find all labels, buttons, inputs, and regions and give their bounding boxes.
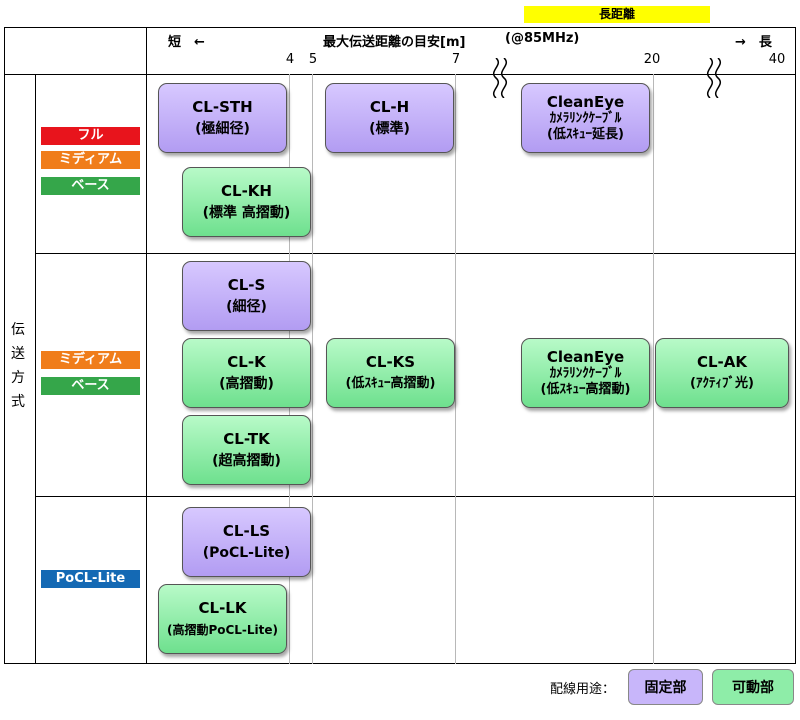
- row-divider-1: [35, 253, 796, 254]
- tick-5: 5: [308, 52, 318, 67]
- tick-4: 4: [285, 52, 295, 67]
- badge-medium: ミディアム: [41, 351, 140, 369]
- cable-cl-lk: CL-LK(高摺動PoCL-Lite): [158, 584, 287, 654]
- frame-left: [4, 27, 5, 664]
- axis-break-icon: [493, 58, 507, 98]
- badge-full: フル: [41, 127, 140, 145]
- badge-base: ベース: [41, 177, 140, 195]
- cable-cl-h: CL-H(標準): [325, 83, 454, 153]
- axis-title: 最大伝送距離の目安[m]: [323, 35, 466, 50]
- badge-medium: ミディアム: [41, 151, 140, 169]
- frequency-label: (@85MHz): [505, 31, 580, 46]
- frame-bottom: [4, 663, 796, 664]
- grid-20: [653, 74, 654, 664]
- cable-cl-ks: CL-KS(低ｽｷｭｰ高摺動): [326, 338, 455, 408]
- cable-cl-tk: CL-TK(超高摺動): [182, 415, 311, 485]
- axis-break-icon: [707, 58, 721, 98]
- header-divider: [4, 74, 796, 75]
- badge-base: ベース: [41, 377, 140, 395]
- frame-top: [4, 27, 796, 28]
- cable-cl-ak: CL-AK(ｱｸﾃｨﾌﾞ光): [655, 338, 789, 408]
- cable-cl-sth: CL-STH(極細径): [158, 83, 287, 153]
- side-char: 式: [11, 394, 25, 410]
- side-char: 伝: [11, 322, 25, 338]
- tick-40: 40: [768, 52, 786, 67]
- cable-cleaneye-sliding: CleanEye ｶﾒﾗﾘﾝｸｹｰﾌﾞﾙ (低ｽｷｭｰ高摺動): [521, 338, 650, 408]
- side-char: 方: [11, 370, 25, 386]
- label-column-divider: [146, 27, 147, 664]
- side-char: 送: [11, 346, 25, 362]
- frame-right: [795, 27, 796, 664]
- legend-fixed: 固定部: [628, 669, 703, 705]
- cable-cleaneye-extension: CleanEye ｶﾒﾗﾘﾝｸｹｰﾌﾞﾙ (低ｽｷｭｰ延長): [521, 83, 650, 153]
- long-distance-banner: 長距離: [524, 6, 710, 23]
- tick-7: 7: [451, 52, 461, 67]
- cable-cl-kh: CL-KH(標準 高摺動): [182, 167, 311, 237]
- long-label: → 長: [735, 35, 772, 50]
- side-column-divider: [35, 74, 36, 664]
- cable-cl-ls: CL-LS(PoCL-Lite): [182, 507, 311, 577]
- legend-label: 配線用途：: [550, 682, 616, 697]
- row-divider-2: [35, 496, 796, 497]
- grid-7: [455, 74, 456, 664]
- tick-20: 20: [643, 52, 661, 67]
- grid-5: [312, 74, 313, 664]
- legend-movable: 可動部: [712, 669, 794, 705]
- cable-cl-s: CL-S(細径): [182, 261, 311, 331]
- short-label: 短 ←: [168, 35, 205, 50]
- cable-cl-k: CL-K(高摺動): [182, 338, 311, 408]
- badge-pocl-lite: PoCL-Lite: [41, 570, 140, 588]
